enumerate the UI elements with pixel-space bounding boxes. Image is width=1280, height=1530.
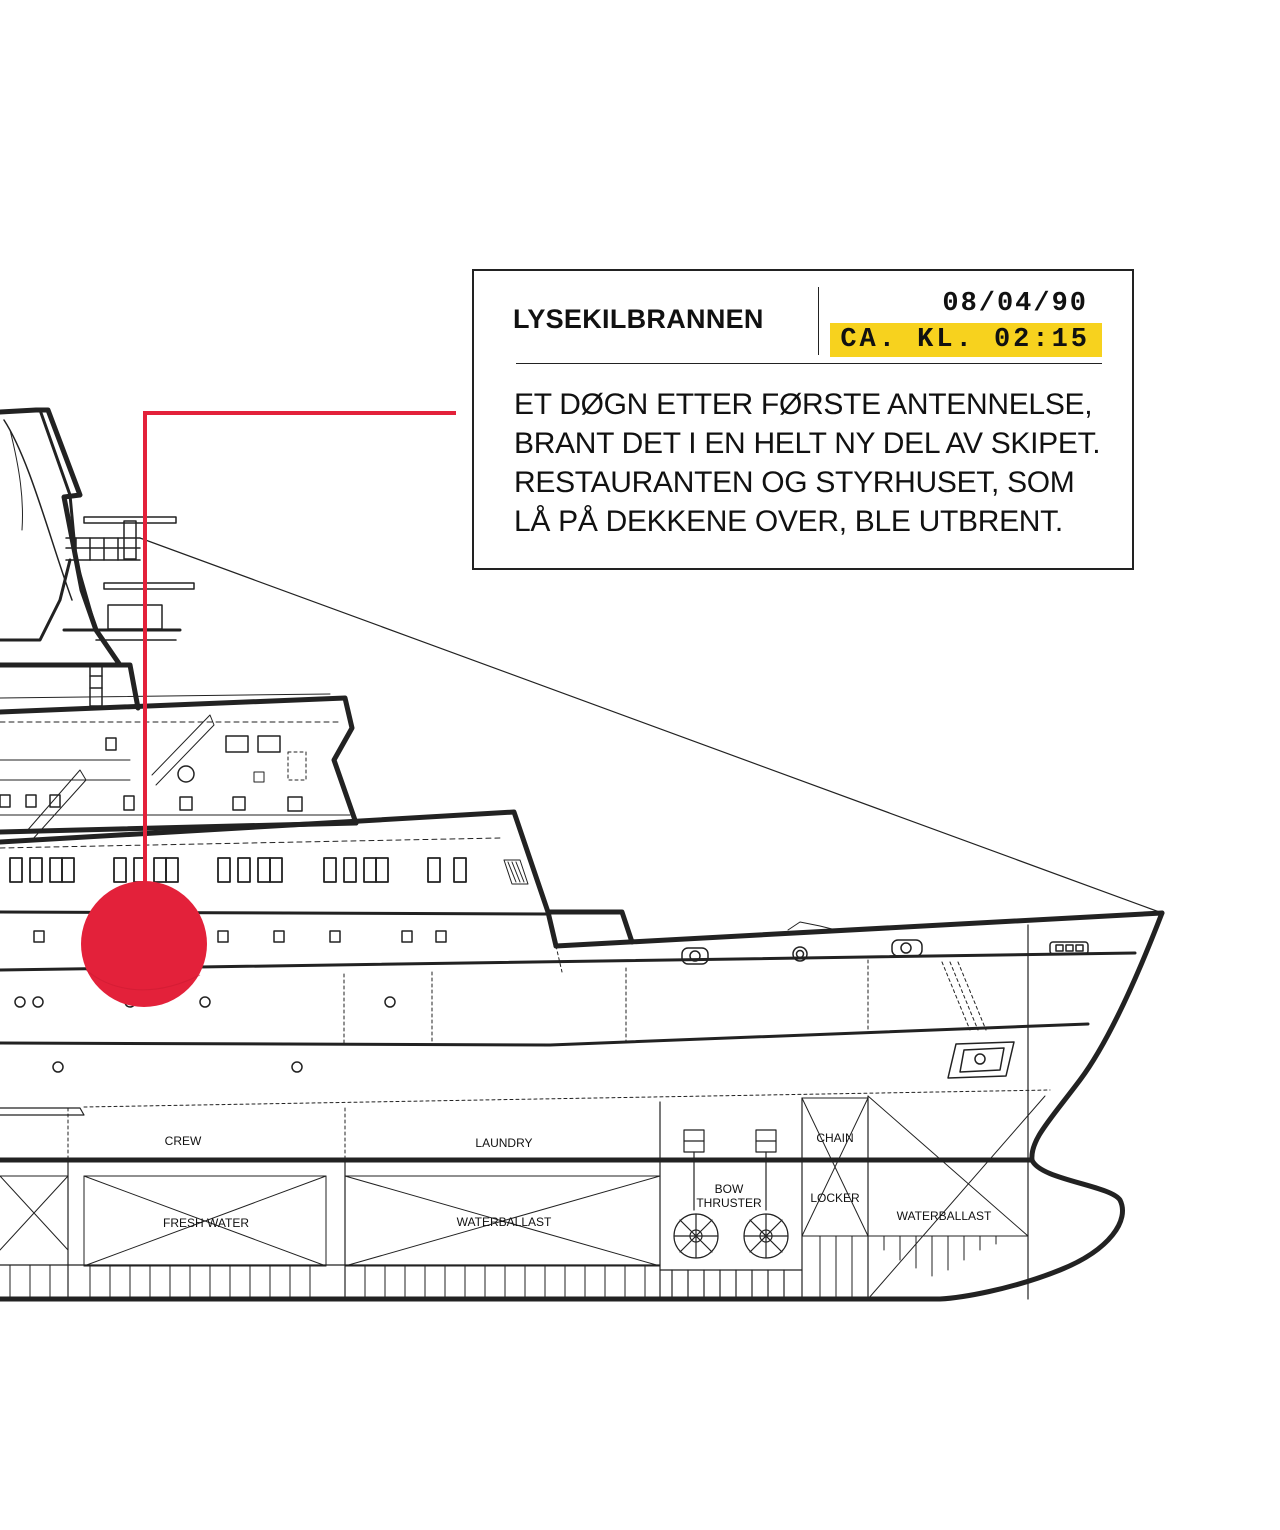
bow-thrusters	[659, 1129, 803, 1300]
fire-marker	[81, 881, 207, 1007]
info-callout: LYSEKILBRANNEN 08/04/90 CA. KL. 02:15 ET…	[472, 269, 1134, 570]
portholes-row2	[14, 996, 396, 1073]
leader-line	[143, 411, 456, 888]
label-thruster: THRUSTER	[696, 1196, 762, 1210]
callout-body-line: BRANT DET I EN HELT NY DEL AV SKIPET.	[514, 427, 1101, 460]
callout-divider-horizontal	[516, 363, 1102, 364]
frame-ticks	[9, 1235, 997, 1300]
label-waterballast-fore: WATERBALLAST	[897, 1209, 992, 1223]
callout-title: LYSEKILBRANNEN	[513, 304, 764, 334]
callout-body-line: ET DØGN ETTER FØRSTE ANTENNELSE,	[514, 388, 1093, 421]
hull	[0, 910, 1165, 1302]
bridge-deck	[0, 662, 359, 841]
portholes-row1	[33, 930, 447, 943]
label-crew: CREW	[165, 1134, 202, 1148]
label-fresh-water: FRESH WATER	[163, 1216, 249, 1230]
label-bow: BOW	[715, 1182, 744, 1196]
label-waterballast-mid: WATERBALLAST	[457, 1215, 552, 1229]
callout-body-line: RESTAURANTEN OG STYRHUSET, SOM	[514, 466, 1075, 499]
funnel-curve	[3, 419, 73, 601]
callout-body-line: LÅ PÅ DEKKENE OVER, BLE UTBRENT.	[514, 505, 1063, 538]
bow-fittings	[681, 921, 1089, 965]
forestay-line	[139, 537, 1163, 914]
mast-platforms	[62, 516, 195, 707]
callout-date: 08/04/90	[942, 289, 1088, 319]
callout-body: ET DØGN ETTER FØRSTE ANTENNELSE, BRANT D…	[514, 385, 1124, 541]
tanks	[0, 1095, 1046, 1300]
restaurant-windows	[9, 857, 467, 883]
label-locker: LOCKER	[810, 1191, 860, 1205]
anchor-pocket	[947, 1041, 1015, 1079]
callout-time: CA. KL. 02:15	[830, 323, 1102, 357]
callout-divider-vertical	[818, 287, 819, 355]
label-chain: CHAIN	[816, 1131, 853, 1145]
label-laundry: LAUNDRY	[475, 1136, 532, 1150]
